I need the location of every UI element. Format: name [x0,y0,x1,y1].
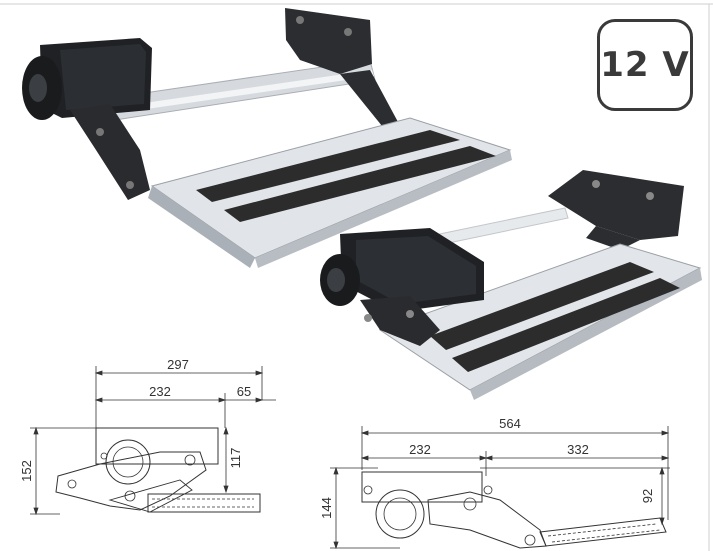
left-dim-height: 152 [19,460,34,482]
voltage-label: 12 V [600,45,690,85]
right-dim-extend: 332 [567,442,589,457]
voltage-badge: 12 V [597,19,693,111]
right-technical-drawing [330,426,670,550]
left-dim-offset: 65 [237,384,251,399]
right-dim-height: 144 [319,497,334,519]
left-technical-drawing [30,366,276,516]
right-dim-rise: 92 [640,489,655,503]
small-step-photo [320,170,702,400]
large-step-photo [22,8,512,268]
left-dim-inner: 232 [149,384,171,399]
right-dim-total: 564 [499,416,521,431]
left-dim-total: 297 [167,357,189,372]
right-dim-inner: 232 [409,442,431,457]
left-dim-rise: 117 [228,448,243,469]
